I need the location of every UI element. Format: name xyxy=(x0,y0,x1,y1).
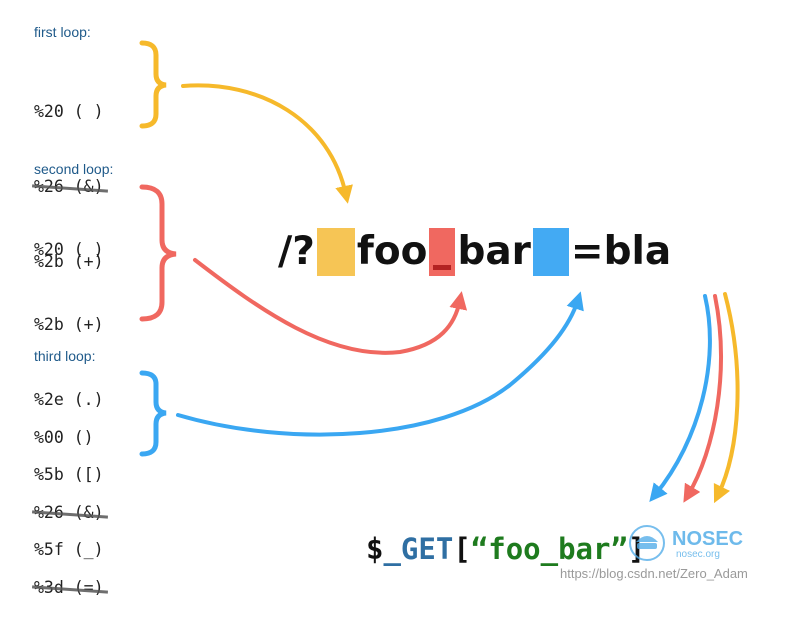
third-loop-label: third loop: xyxy=(34,348,96,364)
code-line-struck: %26 (&) xyxy=(34,174,104,199)
first-loop-arrow xyxy=(181,83,353,204)
code-line: %00 () xyxy=(34,428,94,447)
url-part-bar: bar xyxy=(457,229,531,274)
code-line-struck: %3d (=) xyxy=(34,575,104,600)
first-loop-codes: %20 ( ) %26 (&) %2b (+) xyxy=(34,49,104,299)
second-loop-codes: %20 ( ) %2b (+) %2e (.) %5b ([) %5f (_) xyxy=(34,187,104,587)
second-loop-brace xyxy=(139,184,177,322)
third-loop-arrow xyxy=(176,291,584,437)
red-placeholder-box xyxy=(429,228,456,276)
blue-to-get-arrow xyxy=(649,294,712,502)
get-expression: $_GET[“foo_bar”] xyxy=(366,532,645,566)
watermark-url: https://blog.csdn.net/Zero_Adam xyxy=(560,566,748,581)
url-suffix: =bla xyxy=(570,229,672,274)
yellow-placeholder-box xyxy=(316,228,355,276)
red-to-get-arrow xyxy=(683,294,723,503)
code-line: %2e (.) xyxy=(34,390,104,409)
first-loop-label: first loop: xyxy=(34,24,91,40)
get-keyword: _GET xyxy=(383,532,454,566)
blue-placeholder-box xyxy=(532,228,569,276)
second-loop-arrow xyxy=(193,258,468,355)
get-dollar: $ xyxy=(366,532,384,566)
logo-subtitle: nosec.org xyxy=(676,549,720,560)
third-loop-codes: %00 () %26 (&) %3d (=) xyxy=(34,375,104,625)
first-loop-brace xyxy=(139,40,167,129)
third-loop-brace xyxy=(139,370,167,457)
url-prefix: /? xyxy=(278,229,315,274)
code-line: %20 ( ) xyxy=(34,240,104,259)
diagram-arrows xyxy=(139,40,740,504)
second-loop-label: second loop: xyxy=(34,161,114,177)
get-open-bracket: [ xyxy=(453,532,471,566)
yellow-to-get-arrow xyxy=(713,292,740,504)
code-line: %20 ( ) xyxy=(34,102,104,121)
code-line: %2b (+) xyxy=(34,315,104,334)
url-part-foo: foo xyxy=(356,229,428,274)
code-line: %2b (+) xyxy=(34,252,104,271)
get-string: “foo_bar” xyxy=(470,532,628,566)
code-line-struck: %26 (&) xyxy=(34,500,104,525)
code-line: %5b ([) xyxy=(34,465,104,484)
nosec-logo-icon xyxy=(629,525,665,561)
logo-name: NOSEC xyxy=(672,528,744,550)
code-line: %5f (_) xyxy=(34,540,104,559)
